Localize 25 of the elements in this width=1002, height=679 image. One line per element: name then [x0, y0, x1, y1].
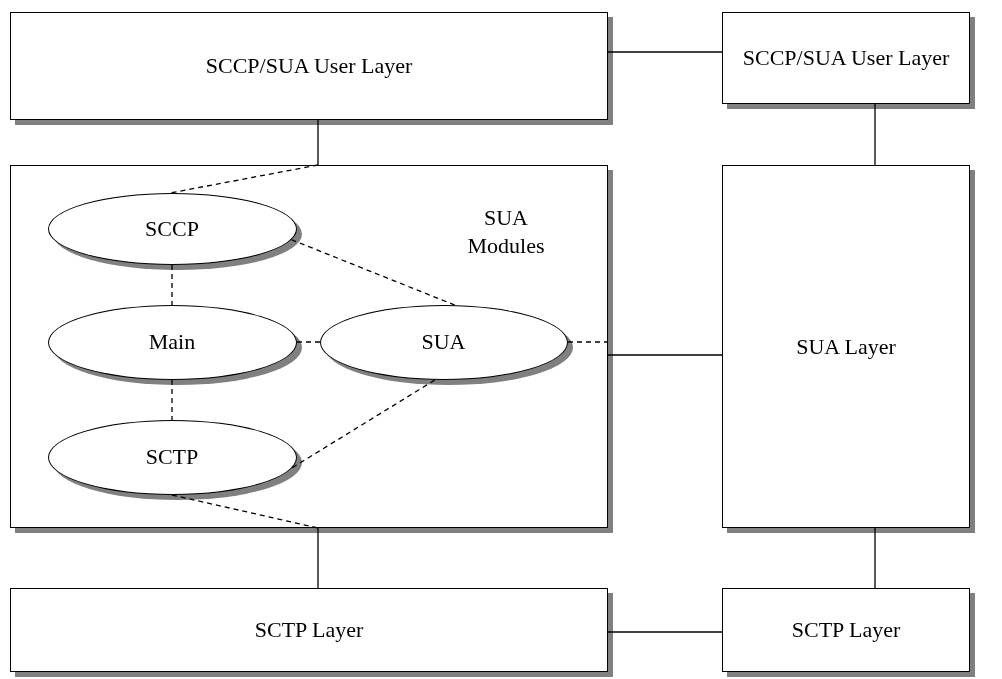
dashed-connector: [171, 264, 173, 306]
dashed-connector: [171, 379, 173, 421]
connector-line: [607, 631, 723, 633]
node-label: SCCP/SUA User Layer: [205, 52, 413, 80]
node-label: SCTP Layer: [791, 616, 901, 644]
connector-line: [607, 354, 723, 356]
node-label: SUA Layer: [796, 332, 896, 361]
node-label: SUA Modules: [466, 204, 546, 259]
node-label: SCCP: [145, 214, 199, 243]
dashed-connector: [290, 239, 456, 306]
dashed-connector: [169, 164, 319, 194]
connector-line: [607, 51, 723, 53]
connector-line: [317, 119, 319, 166]
node-label: SCTP: [145, 443, 199, 471]
node-label: SCTP Layer: [254, 616, 364, 644]
connector-line: [874, 527, 876, 589]
connector-line: [317, 527, 319, 589]
dashed-connector: [291, 379, 436, 469]
node-label: SCCP/SUA User Layer: [742, 44, 950, 72]
node-label: Main: [148, 328, 196, 356]
connector-line: [874, 103, 876, 166]
node-label: SUA: [421, 328, 466, 356]
dashed-connector: [567, 341, 609, 343]
dashed-connector: [296, 341, 321, 343]
dashed-connector: [171, 494, 319, 529]
